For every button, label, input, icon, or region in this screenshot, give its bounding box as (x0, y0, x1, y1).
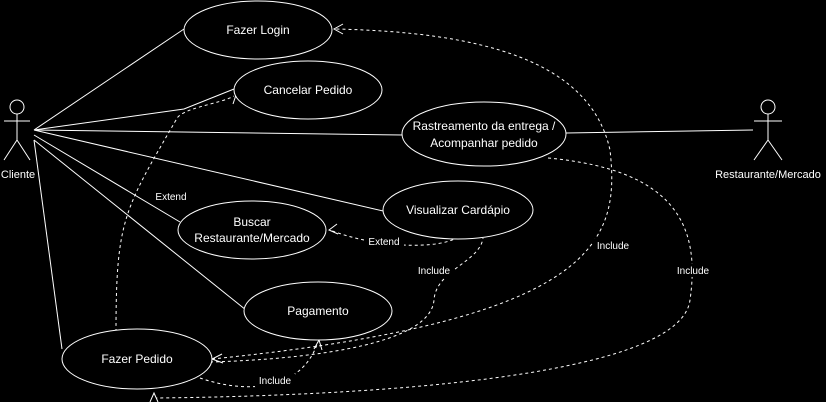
assoc-cliente-fazer-pedido (33, 139, 63, 350)
use-case-cancelar-pedido[interactable]: Cancelar Pedido (233, 60, 383, 120)
arrow-pagamento (313, 338, 323, 351)
use-case-label: Cancelar Pedido (264, 83, 353, 97)
use-case-label-line1: Rastreamento da entrega / (413, 119, 556, 133)
actor-right-leg (16, 139, 31, 161)
assoc-cliente-rastreamento (33, 129, 404, 136)
use-case-label-line2: Acompanhar pedido (430, 136, 538, 150)
actor-head (760, 99, 776, 115)
actor-label-cliente: Cliente (1, 169, 35, 181)
include-label-login: Include (597, 241, 630, 252)
use-case-label: Fazer Login (226, 23, 289, 37)
arrow-login (332, 23, 344, 35)
use-case-label: Pagamento (287, 304, 349, 318)
use-case-visualizar-cardapio[interactable]: Visualizar Cardápio (382, 180, 534, 240)
assoc-cliente-pagamento (33, 139, 247, 311)
assoc-cliente-buscar (33, 134, 181, 223)
arrow-fazer-pedido-bottom (149, 391, 159, 402)
use-case-label: Fazer Pedido (101, 352, 173, 366)
associations (33, 28, 754, 350)
actor-cliente[interactable]: Cliente (1, 99, 35, 181)
actor-restaurante[interactable]: Restaurante/Mercado (715, 99, 821, 181)
include-label-visualizar: Include (418, 266, 451, 277)
assoc-restaurante-rastreamento (565, 129, 754, 134)
arrow-buscar (328, 223, 339, 235)
use-case-label: Visualizar Cardápio (406, 203, 510, 217)
include-label-rastreamento: Include (677, 266, 710, 277)
actor-left-leg (3, 139, 18, 161)
use-case-label-line2: Restaurante/Mercado (194, 231, 310, 245)
include-line-login (211, 28, 613, 360)
extend-label-buscar: Extend (368, 237, 399, 248)
assoc-cliente-visualizar (33, 129, 384, 212)
include-label-pagamento: Include (259, 376, 292, 387)
use-case-buscar-restaurante[interactable]: Buscar Restaurante/Mercado (177, 200, 327, 260)
use-case-pagamento[interactable]: Pagamento (243, 281, 393, 341)
actor-left-leg (753, 139, 769, 161)
use-case-label-line1: Buscar (233, 215, 270, 229)
use-case-rastreamento[interactable]: Rastreamento da entrega / Acompanhar ped… (401, 101, 567, 167)
assoc-cliente-cancelar (33, 88, 235, 131)
relation-labels: Extend Extend Include Include Include In… (151, 190, 713, 387)
use-case-fazer-login[interactable]: Fazer Login (183, 0, 333, 60)
extend-line-cancelar (115, 95, 235, 333)
extend-label-cancelar: Extend (155, 192, 186, 203)
actor-label-restaurante: Restaurante/Mercado (715, 169, 821, 181)
use-case-fazer-pedido[interactable]: Fazer Pedido (61, 328, 213, 390)
actor-right-leg (767, 139, 783, 161)
include-line-visualizar (209, 237, 484, 363)
assoc-cliente-login (33, 28, 185, 131)
include-line-rastreamento (155, 157, 693, 399)
actor-head (9, 99, 25, 115)
